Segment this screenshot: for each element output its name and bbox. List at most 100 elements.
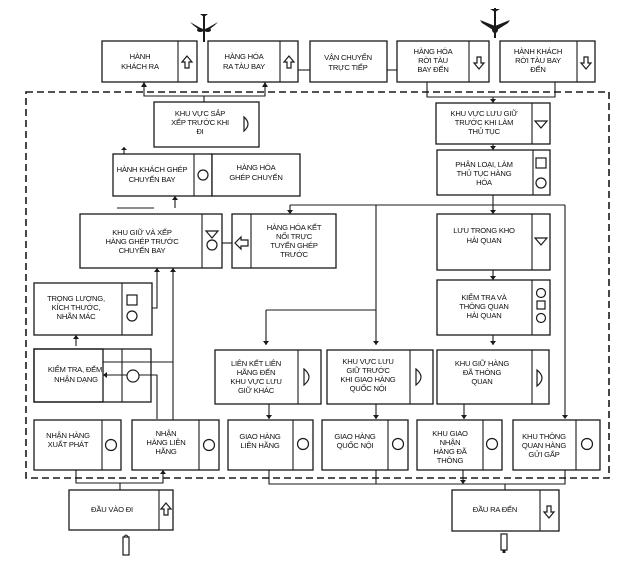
node-label: GHÉP CHUYẾN — [229, 172, 282, 182]
node-interline-acceptance: NHẬN HÀNG LIÊN HÃNG — [131, 419, 220, 471]
node-label: HÀNH KHÁCH — [514, 47, 562, 56]
circle-icon — [485, 437, 499, 451]
node-label: GIAO HÀNG — [334, 432, 376, 441]
node-cargo-out: HÀNG HÓA RA TÀU BAY — [207, 40, 299, 83]
node-label: NHÃN MÁC — [57, 312, 97, 321]
circle-icon — [104, 438, 118, 452]
node-label: GIỮ TRƯỚC — [346, 366, 390, 375]
node-label: KHU VỰC LƯU GIỮ — [450, 109, 518, 118]
circle-icon — [126, 369, 140, 383]
node-customs-inspection: KIỂM TRA VÀ THÔNG QUAN HẢI QUAN — [436, 279, 551, 336]
node-label: NHẬN DẠNG — [54, 375, 98, 384]
node-pre-departure-staging: KHU VỰC SẮP XẾP TRƯỚC KHI ĐI — [153, 101, 260, 148]
up-arrow-icon — [282, 55, 296, 69]
node-label: THỦ TỤC HÀNG — [457, 169, 512, 178]
node-label: ĐẦU RA ĐẾN — [473, 504, 517, 514]
node-label: CHUYẾN BAY — [129, 174, 176, 184]
node-label: HÀNH KHÁCH GHÉP — [117, 165, 188, 174]
up-arrow-icon — [180, 55, 194, 69]
left-arrow-icon — [234, 235, 249, 251]
node-label: QUAN HÀNG — [522, 441, 566, 450]
node-interline-link-hold: LIÊN KẾT LIÊN HÃNG ĐẾN KHU VỰC LƯU GIỮ K… — [214, 349, 322, 405]
square-icon — [126, 294, 138, 306]
node-label: NỐI TRỰC — [276, 231, 313, 241]
airplane-up-icon — [190, 14, 218, 42]
node-label: KHU GIỮ HÀNG — [455, 359, 510, 368]
node-label: HÀNG HÓA — [414, 47, 454, 56]
node-label: KHI GIAO HÀNG — [340, 375, 395, 384]
node-label: HÀNG HÓA — [225, 52, 265, 61]
node-label: KHU VỰC LƯU — [230, 377, 281, 386]
node-domestic-delivery: GIAO HÀNG QUỐC NỘI — [321, 419, 409, 471]
node-label: RỜI TÀU — [418, 56, 448, 65]
terminal-boundary — [25, 91, 610, 479]
down-arrow-icon — [542, 505, 556, 519]
node-label: ĐẾN — [530, 64, 545, 74]
circle-icon — [206, 239, 218, 251]
node-label: KÍCH THƯỚC, — [52, 303, 101, 312]
node-label: RA TÀU BAY — [223, 62, 265, 71]
d-shape-icon — [303, 367, 310, 387]
node-bonded-storage: LƯU TRONG KHO HẢI QUAN — [436, 213, 551, 271]
node-label: GIAO HÀNG — [239, 432, 281, 441]
node-label: HÀNG ĐÃ — [433, 447, 467, 456]
node-cleared-delivery: KHU GIAO NHẬN HÀNG ĐÃ THÔNG — [416, 419, 503, 471]
node-pre-clearance-storage: KHU VỰC LƯU GIỮ TRƯỚC KHI LÀM THỦ TỤC — [435, 102, 551, 145]
node-label: HẢI QUAN — [466, 311, 501, 320]
node-label: CHUYẾN BAY — [119, 245, 166, 255]
node-cleared-hold: KHU GIỮ HÀNG ĐÃ THÔNG QUAN — [436, 349, 550, 405]
circle-icon — [126, 310, 138, 322]
circle-icon — [197, 169, 209, 181]
d-shape-icon — [415, 367, 422, 387]
node-label: HÀNG LIÊN — [146, 438, 185, 447]
arrowheads — [73, 82, 568, 484]
node-passenger-arrival: HÀNH KHÁCH RỜI TÀU BAY ĐẾN — [499, 40, 596, 83]
node-passenger-transfer: HÀNH KHÁCH GHÉP CHUYẾN BAY — [112, 153, 213, 197]
node-label: KHU THÔNG — [522, 432, 566, 441]
node-label: RỜI TÀU BAY — [515, 56, 561, 65]
node-label: HÓA — [476, 178, 493, 187]
node-label: TRƯỚC — [280, 250, 308, 259]
node-label: TRỌNG LƯỢNG, — [47, 294, 105, 303]
circle-icon — [535, 177, 547, 189]
node-label: VẬN CHUYỂN — [324, 53, 372, 62]
node-label: ĐI — [196, 127, 203, 136]
triangle-icon — [204, 230, 220, 239]
node-label: THÔNG QUAN — [459, 302, 508, 311]
node-label: NHẬN — [156, 429, 177, 438]
node-label: QUỐC NỘI — [337, 440, 374, 450]
circle-icon — [296, 437, 310, 451]
node-transfer-hold: KHU GIỮ VÀ XẾP HÀNG GHÉP TRƯỚC CHUYẾN BA… — [79, 213, 223, 269]
node-label: THỦ TỤC — [468, 127, 501, 136]
node-label: KHU GIAO — [432, 429, 468, 438]
departure-truck-icon — [122, 534, 130, 556]
node-cargo-transfer: HÀNG HÓA GHÉP CHUYẾN — [211, 153, 301, 197]
circle-icon — [580, 437, 594, 451]
node-label: HÀNG HÓA — [237, 163, 277, 172]
node-label: LƯU TRONG KHO — [453, 226, 515, 235]
square-icon — [535, 157, 547, 169]
node-label: HÀNG GHÉP TRƯỚC — [105, 237, 179, 246]
airplane-down-icon — [480, 8, 510, 38]
node-label: NHẬN — [440, 438, 461, 447]
node-sort-process: PHÂN LOẠI, LÀM THỦ TỤC HÀNG HÓA — [436, 149, 551, 196]
node-label: TUYẾN GHÉP — [270, 240, 318, 250]
down-arrow-icon — [579, 56, 593, 70]
square-icon — [536, 300, 546, 310]
node-arrival-output: ĐẦU RA ĐẾN — [451, 489, 560, 532]
node-label: HÀNH — [130, 52, 151, 61]
node-label: GIỮ KHÁC — [238, 386, 275, 395]
node-label: KHÁCH RA — [121, 62, 160, 71]
node-label: KHU VỰC LƯU — [342, 357, 393, 366]
arrival-truck-icon — [500, 533, 508, 553]
node-label: KHU GIỮ VÀ XẾP — [112, 227, 172, 237]
node-label: HÃNG ĐẾN — [237, 367, 275, 377]
node-label: HÃNG — [155, 447, 176, 456]
node-label: KIỂM TRA, ĐẾM, — [48, 364, 104, 374]
down-arrow-icon — [472, 56, 486, 70]
node-weight-dims-label: TRỌNG LƯỢNG, KÍCH THƯỚC, NHÃN MÁC — [33, 282, 153, 336]
node-label: XẾP TRƯỚC KHI — [171, 117, 229, 127]
circle-icon — [202, 438, 216, 452]
node-label: LIÊN KẾT LIÊN — [231, 358, 281, 368]
